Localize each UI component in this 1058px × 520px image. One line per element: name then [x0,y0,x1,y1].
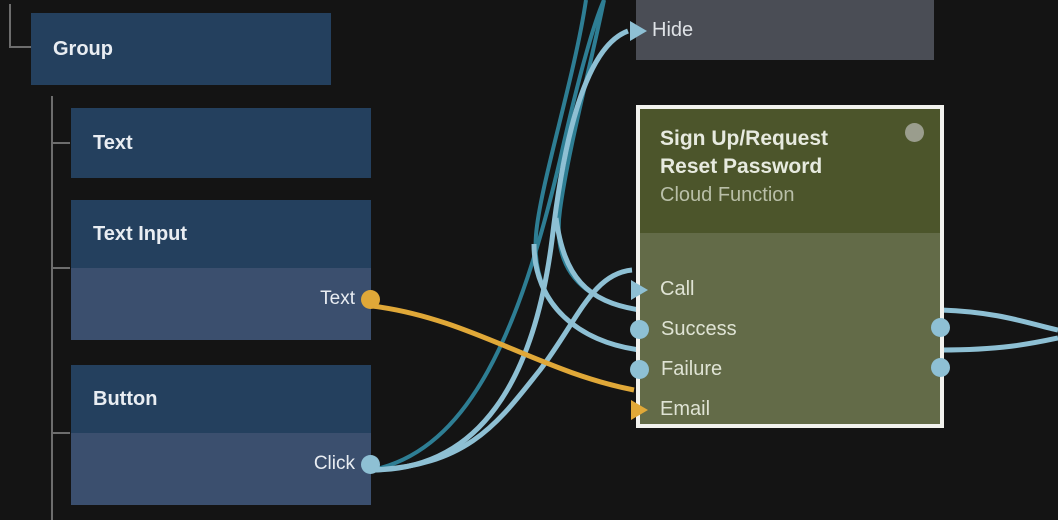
port-click-output[interactable]: Click [313,453,380,475]
edge-click-to-offscreen-top [371,0,606,472]
port-call-input[interactable]: Call [631,278,695,301]
edge-failure-incoming [531,243,641,353]
port-click-output-label: Click [313,453,355,474]
node-button-title: Button [71,365,371,433]
port-failure-dot[interactable] [630,360,649,379]
port-output-1[interactable] [931,358,950,377]
port-success-dot[interactable] [630,320,649,339]
node-cloud-function-body: Call Success Failure Email [630,233,950,424]
node-button-body: Click [71,433,380,505]
port-success-label: Success [661,318,737,340]
tree-line-root-vertical [9,4,11,48]
node-cloud-function-subtitle: Cloud Function [660,184,795,207]
port-output-0[interactable] [931,318,950,337]
port-call-arrow-icon [631,279,648,300]
edge-output1-to-offscreen-right [940,335,1058,353]
node-group[interactable]: Group [31,13,331,85]
edge-offscreen-to-failure [533,0,641,352]
edge-success-incoming [553,217,641,313]
node-hide-title: Hide [652,18,694,41]
node-cloud-function-header: Sign Up/Request Reset Password Cloud Fun… [640,109,940,233]
port-email-label: Email [660,398,711,420]
node-cloud-function[interactable]: Sign Up/Request Reset Password Cloud Fun… [630,105,950,428]
edge-click-to-hide [371,28,629,473]
port-output-1-dot[interactable] [931,358,950,377]
tree-line-tick-text-input [53,267,70,269]
node-button[interactable]: Button Click [71,365,380,505]
edge-text-to-email [371,303,635,393]
port-text-output-dot[interactable] [361,289,380,309]
edge-offscreen-to-success [556,0,641,312]
node-group-title: Group [31,13,331,85]
status-indicator-dot[interactable] [905,123,924,142]
edge-output0-to-offscreen-right [940,307,1058,333]
node-cloud-function-title: Sign Up/Request Reset Password [660,127,829,178]
tree-line-tick-text [53,142,70,144]
node-text-input-body: Text [71,268,380,340]
port-click-output-dot[interactable] [361,454,380,474]
port-failure-input[interactable]: Failure [630,358,723,381]
port-failure-label: Failure [661,358,723,380]
tree-line-root-elbow [9,46,31,48]
node-text-input-title: Text Input [71,200,371,268]
node-text[interactable]: Text [71,108,371,178]
node-text-title: Text [71,108,371,178]
port-text-output-label: Text [320,288,355,309]
port-call-label: Call [660,278,695,300]
node-text-input[interactable]: Text Input Text [71,200,380,340]
port-text-output[interactable]: Text [320,288,380,310]
port-hide-input-arrow[interactable] [630,21,647,41]
port-email-input[interactable]: Email [631,398,711,421]
port-output-0-dot[interactable] [931,318,950,337]
port-success-input[interactable]: Success [630,318,737,341]
edge-click-to-call [371,267,633,473]
port-email-arrow-icon [631,399,648,420]
tree-line-tick-button [53,432,70,434]
node-hide[interactable]: Hide [636,0,934,60]
tree-line-children-vertical [51,96,53,520]
